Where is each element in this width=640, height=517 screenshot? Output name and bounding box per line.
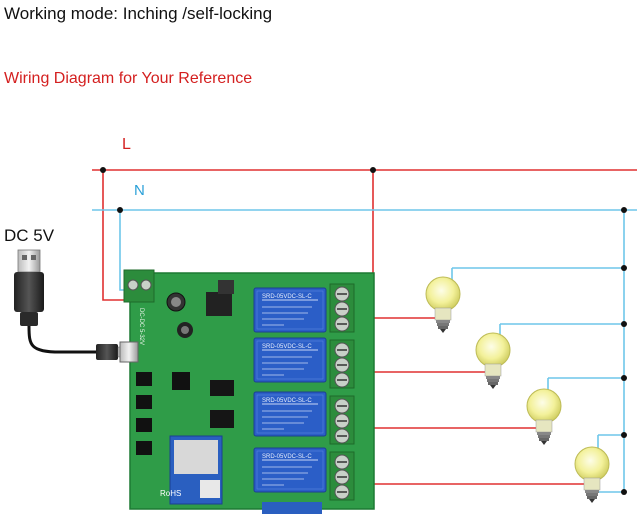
live-wire-label: L	[122, 136, 131, 153]
relay-label: SRD-05VDC-SL-C	[262, 454, 312, 460]
terminal-block-icon	[329, 283, 355, 333]
bulb-icon	[425, 276, 461, 334]
diagram-subtitle: Wiring Diagram for Your Reference	[4, 70, 253, 87]
relay-label: SRD-05VDC-SL-C	[262, 294, 312, 300]
usb-plug-icon	[14, 249, 131, 360]
input-label: DC-DC 5-32V	[138, 308, 144, 345]
terminal-block-icon	[329, 395, 355, 445]
rohs-mark: RoHS	[160, 489, 181, 498]
page-title: Working mode: Inching /self-locking	[4, 4, 273, 23]
relay-label: SRD-05VDC-SL-C	[262, 398, 312, 404]
terminal-block-icon	[329, 339, 355, 389]
power-label: DC 5V	[4, 226, 55, 245]
neutral-wire-label: N	[134, 182, 145, 199]
relay-label: SRD-05VDC-SL-C	[262, 344, 312, 350]
bulb-icon	[475, 332, 511, 390]
relay-board: DC-DC 5-32V RoHS SRD-05VDC-SL-C SRD	[119, 269, 375, 514]
terminal-block-icon	[329, 451, 355, 501]
bulb-icon	[574, 446, 610, 504]
bulb-icon	[526, 388, 562, 446]
